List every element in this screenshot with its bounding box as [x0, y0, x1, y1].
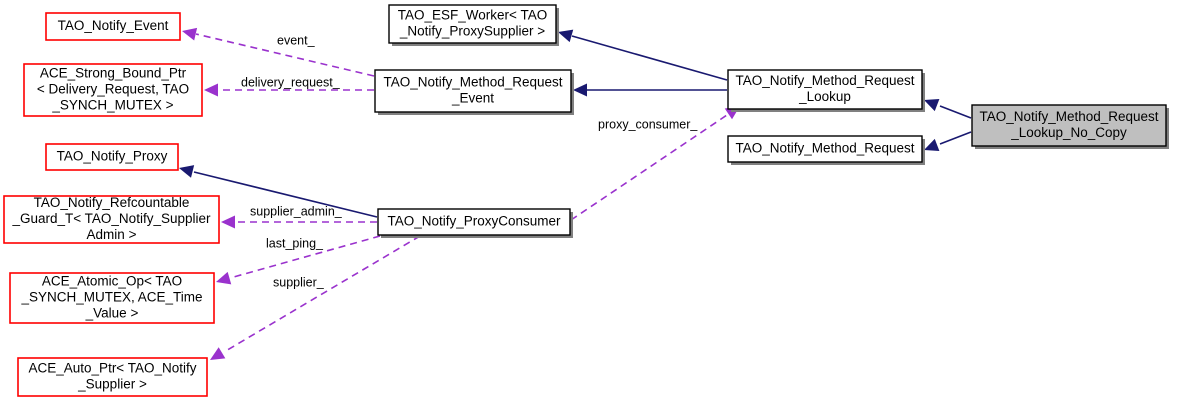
- node-box[interactable]: [727, 135, 923, 163]
- node-box[interactable]: [388, 4, 557, 44]
- node-label-line: TAO_Notify_Method_Request: [383, 75, 562, 90]
- edge-arrowhead: [210, 347, 226, 360]
- edge-line: [193, 171, 378, 218]
- node-box[interactable]: [374, 69, 572, 113]
- node-label-line: _Supplier >: [77, 377, 147, 392]
- node-tao-notify-proxyconsumer[interactable]: TAO_Notify_ProxyConsumer: [377, 208, 573, 238]
- edge-edge-proxy-inherit: [179, 165, 378, 218]
- node-tao-esf-worker[interactable]: TAO_ESF_Worker< TAO_Notify_ProxySupplier…: [388, 4, 559, 46]
- node-label-line: _Lookup: [798, 89, 851, 104]
- node-box[interactable]: [727, 69, 923, 110]
- edge-arrowhead: [204, 83, 218, 97]
- edge-arrowhead: [216, 271, 232, 285]
- node-box[interactable]: [377, 208, 571, 236]
- node-label-line: _SYNCH_MUTEX, ACE_Time: [20, 290, 202, 305]
- edge-arrowhead: [573, 83, 587, 97]
- edge-arrowhead: [558, 29, 574, 43]
- node-tao-notify-refcountable-guard[interactable]: TAO_Notify_Refcountable_Guard_T< TAO_Not…: [3, 195, 220, 244]
- node-box[interactable]: [971, 104, 1167, 147]
- edge-label-edge-supplier-admin: supplier_admin_: [250, 204, 343, 218]
- node-box[interactable]: [17, 357, 208, 397]
- node-tao-notify-method-request-lookup[interactable]: TAO_Notify_Method_Request_Lookup: [727, 69, 925, 112]
- edge-label-edge-delivery-request: delivery_request_: [241, 75, 341, 89]
- edge-line: [571, 35, 728, 81]
- node-ace-atomic-op[interactable]: ACE_Atomic_Op< TAO_SYNCH_MUTEX, ACE_Time…: [9, 272, 215, 324]
- node-label-line: _Lookup_No_Copy: [1010, 125, 1127, 140]
- edge-edge-last-ping: [216, 235, 381, 285]
- node-tao-notify-proxy[interactable]: TAO_Notify_Proxy: [45, 143, 179, 171]
- edge-line: [939, 131, 972, 145]
- node-label-line: _Event: [451, 91, 494, 106]
- edge-arrowhead: [179, 165, 195, 178]
- node-box[interactable]: [45, 12, 181, 41]
- node-tao-notify-method-request[interactable]: TAO_Notify_Method_Request: [727, 135, 925, 165]
- node-label-line: _Notify_ProxySupplier >: [399, 24, 545, 39]
- edge-labels-layer: event_ delivery_request_ proxy_consumer_su…: [241, 33, 698, 289]
- node-label-line: ACE_Atomic_Op< TAO: [42, 274, 182, 289]
- node-ace-strong-bound-ptr[interactable]: ACE_Strong_Bound_Ptr< Delivery_Request, …: [23, 63, 203, 117]
- edge-label-edge-last-ping: last_ping_: [266, 236, 324, 250]
- node-label-line: TAO_Notify_Refcountable: [34, 195, 190, 210]
- edge-arrowhead: [182, 27, 198, 41]
- node-box[interactable]: [23, 63, 203, 117]
- node-label-line: _SYNCH_MUTEX >: [51, 98, 173, 113]
- node-label-line: _Value >: [85, 306, 139, 321]
- edge-line: [195, 33, 375, 77]
- edge-edge-lookup-no-copy-to-request: [924, 131, 972, 152]
- edge-arrowhead: [221, 215, 235, 229]
- node-tao-notify-event[interactable]: TAO_Notify_Event: [45, 12, 181, 41]
- edge-line: [570, 112, 731, 221]
- node-label-line: TAO_Notify_Method_Request: [735, 73, 914, 88]
- edge-label-edge-event: event_: [277, 33, 316, 47]
- edge-label-edge-proxy-consumer: proxy_consumer_: [598, 117, 698, 131]
- edge-line: [939, 105, 972, 119]
- node-ace-auto-ptr[interactable]: ACE_Auto_Ptr< TAO_Notify_Supplier >: [17, 357, 208, 397]
- edge-edge-supplier-admin: [221, 215, 377, 229]
- node-label-line: TAO_Notify_Proxy: [57, 149, 168, 164]
- edge-edge-event: [182, 27, 375, 77]
- edge-arrowhead: [924, 98, 940, 112]
- node-label-line: ACE_Strong_Bound_Ptr: [40, 66, 187, 81]
- edge-edge-supplier: [210, 235, 421, 360]
- edge-line: [223, 235, 421, 353]
- edge-line: [229, 235, 381, 279]
- node-tao-notify-method-request-lookup-no-copy[interactable]: TAO_Notify_Method_Request_Lookup_No_Copy: [971, 104, 1169, 149]
- edges-layer: [179, 27, 972, 360]
- node-box[interactable]: [45, 143, 179, 171]
- node-box[interactable]: [9, 272, 215, 324]
- node-label-line: _Guard_T< TAO_Notify_Supplier: [12, 211, 211, 226]
- node-tao-notify-method-request-event[interactable]: TAO_Notify_Method_Request_Event: [374, 69, 574, 115]
- node-label-line: TAO_Notify_Method_Request: [979, 109, 1158, 124]
- edge-label-edge-supplier: supplier_: [273, 275, 325, 289]
- edge-edge-lookup-no-copy-to-lookup: [924, 98, 972, 119]
- node-label-line: TAO_ESF_Worker< TAO: [398, 8, 547, 23]
- node-label-line: TAO_Notify_Event: [58, 18, 169, 33]
- node-label-line: < Delivery_Request, TAO: [37, 82, 189, 97]
- node-box[interactable]: [3, 195, 220, 244]
- edge-edge-esf-worker-inherit: [558, 29, 728, 81]
- node-label-line: Admin >: [87, 227, 137, 242]
- edge-edge-event-inherit: [573, 83, 727, 97]
- edge-edge-delivery-request: [204, 83, 374, 97]
- edge-arrowhead: [924, 138, 940, 152]
- node-label-line: ACE_Auto_Ptr< TAO_Notify: [29, 361, 197, 376]
- node-label-line: TAO_Notify_ProxyConsumer: [387, 214, 561, 229]
- node-label-line: TAO_Notify_Method_Request: [735, 141, 914, 156]
